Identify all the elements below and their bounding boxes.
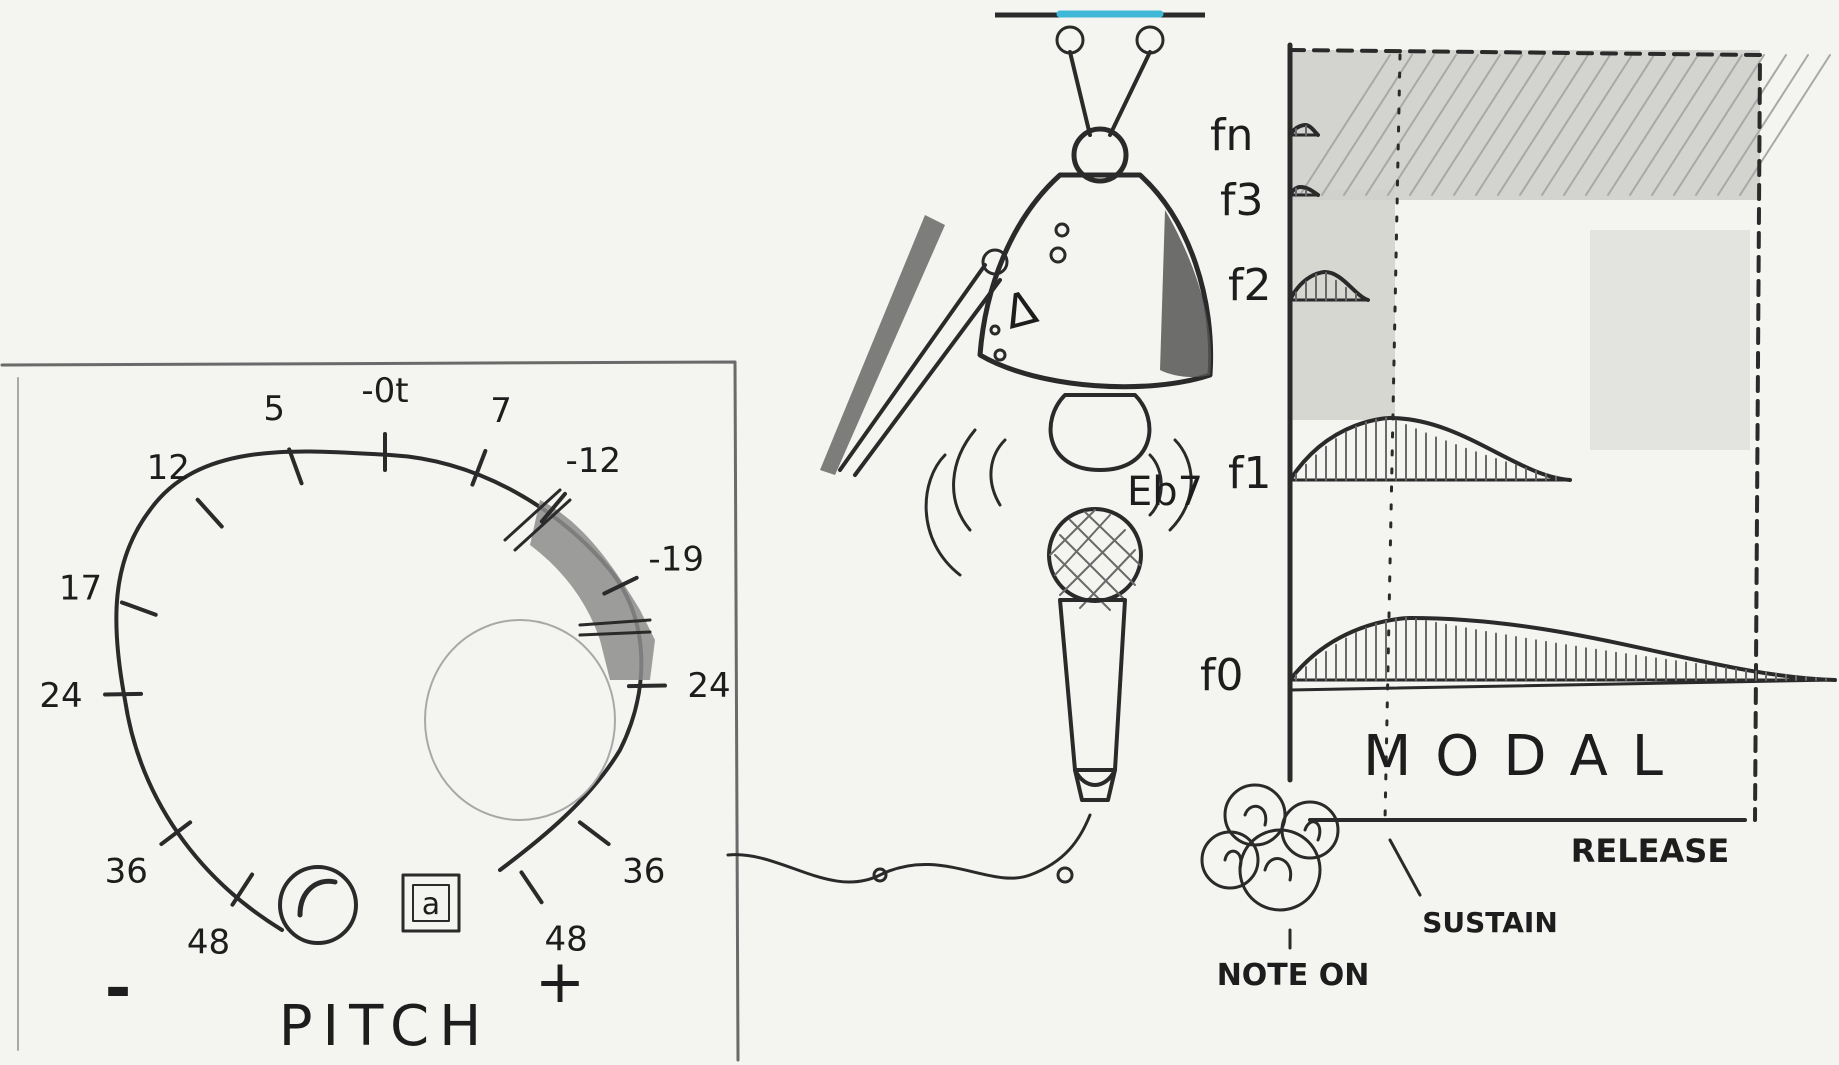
dial-tick <box>105 694 141 695</box>
bell-note-label: Eb7 <box>1127 469 1203 515</box>
pitch-range-band <box>530 500 655 680</box>
dial-tick <box>122 602 156 614</box>
partial-envelope <box>1290 618 1835 680</box>
microphone-cable <box>728 815 1090 882</box>
hook-ring <box>1137 27 1163 53</box>
bell-hole <box>991 326 999 334</box>
hanging-strings <box>1070 52 1150 135</box>
pitch-button-glyph: a <box>422 887 440 922</box>
release-label: RELEASE <box>1571 832 1729 870</box>
pitch-panel: 5-0t712-1217-19242436364848 a - + PITCH <box>2 362 738 1060</box>
partial-envelope <box>1290 418 1570 480</box>
dial-tick-label: 48 <box>187 923 230 963</box>
pitch-minus-label: - <box>105 952 132 1026</box>
modal-panel: fn f3 f2 f1 f0 MODAL RELEASE SUSTAIN NOT… <box>1200 45 1835 993</box>
partial-label-f0: f0 <box>1200 650 1243 701</box>
dial-tick-label: 12 <box>147 448 190 488</box>
dial-tick-label: 24 <box>39 676 82 716</box>
modal-shaded-region <box>1290 190 1395 420</box>
bell-hole <box>995 350 1005 360</box>
partial-label-f3: f3 <box>1220 175 1263 226</box>
sustain-pointer <box>1390 840 1420 895</box>
pitch-dial-inner-circle <box>425 620 615 820</box>
bell-hole <box>1056 224 1068 236</box>
dial-tick-label: 36 <box>105 852 148 892</box>
dial-tick <box>580 822 609 844</box>
dial-tick-label: 5 <box>263 389 285 429</box>
dial-tick-label: -0t <box>361 371 408 411</box>
bell-clapper <box>1051 395 1150 470</box>
modal-title: MODAL <box>1363 724 1687 789</box>
dial-tick <box>472 451 485 485</box>
dial-tick <box>289 449 301 483</box>
dial-tick-label: -12 <box>565 441 621 481</box>
hook-ring <box>1057 27 1083 53</box>
dial-tick <box>629 686 665 687</box>
microphone <box>1049 509 1141 800</box>
microphone-body <box>1060 600 1125 785</box>
partial-label-f1: f1 <box>1228 448 1271 499</box>
dial-tick-label: 17 <box>59 568 102 608</box>
note-on-swirl-icon <box>1202 785 1338 910</box>
cable-loop <box>1058 868 1072 882</box>
dial-tick <box>521 872 541 902</box>
bell-illustration: Δ Eb7 <box>820 14 1211 800</box>
pitch-knob-indicator <box>300 881 335 915</box>
dial-tick <box>198 500 222 527</box>
note-on-label: NOTE ON <box>1217 958 1370 993</box>
dial-tick-label: -19 <box>648 539 704 579</box>
partial-label-fn: fn <box>1210 110 1253 161</box>
bell-triangle-glyph: Δ <box>999 279 1044 339</box>
microphone-grille-mesh <box>1050 510 1140 610</box>
partial-label-f2: f2 <box>1228 260 1271 311</box>
dial-tick-label: 24 <box>687 666 730 706</box>
pitch-title: PITCH <box>279 994 491 1059</box>
sustain-label: SUSTAIN <box>1422 906 1558 939</box>
dial-tick-label: 7 <box>490 391 512 431</box>
modal-shaded-region <box>1290 50 1760 200</box>
bell-hole <box>1051 248 1065 262</box>
modal-ghost-area <box>1590 230 1750 450</box>
pitch-knob[interactable] <box>280 867 356 943</box>
dial-tick-label: 36 <box>622 852 665 892</box>
pitch-plus-label: + <box>535 947 585 1017</box>
